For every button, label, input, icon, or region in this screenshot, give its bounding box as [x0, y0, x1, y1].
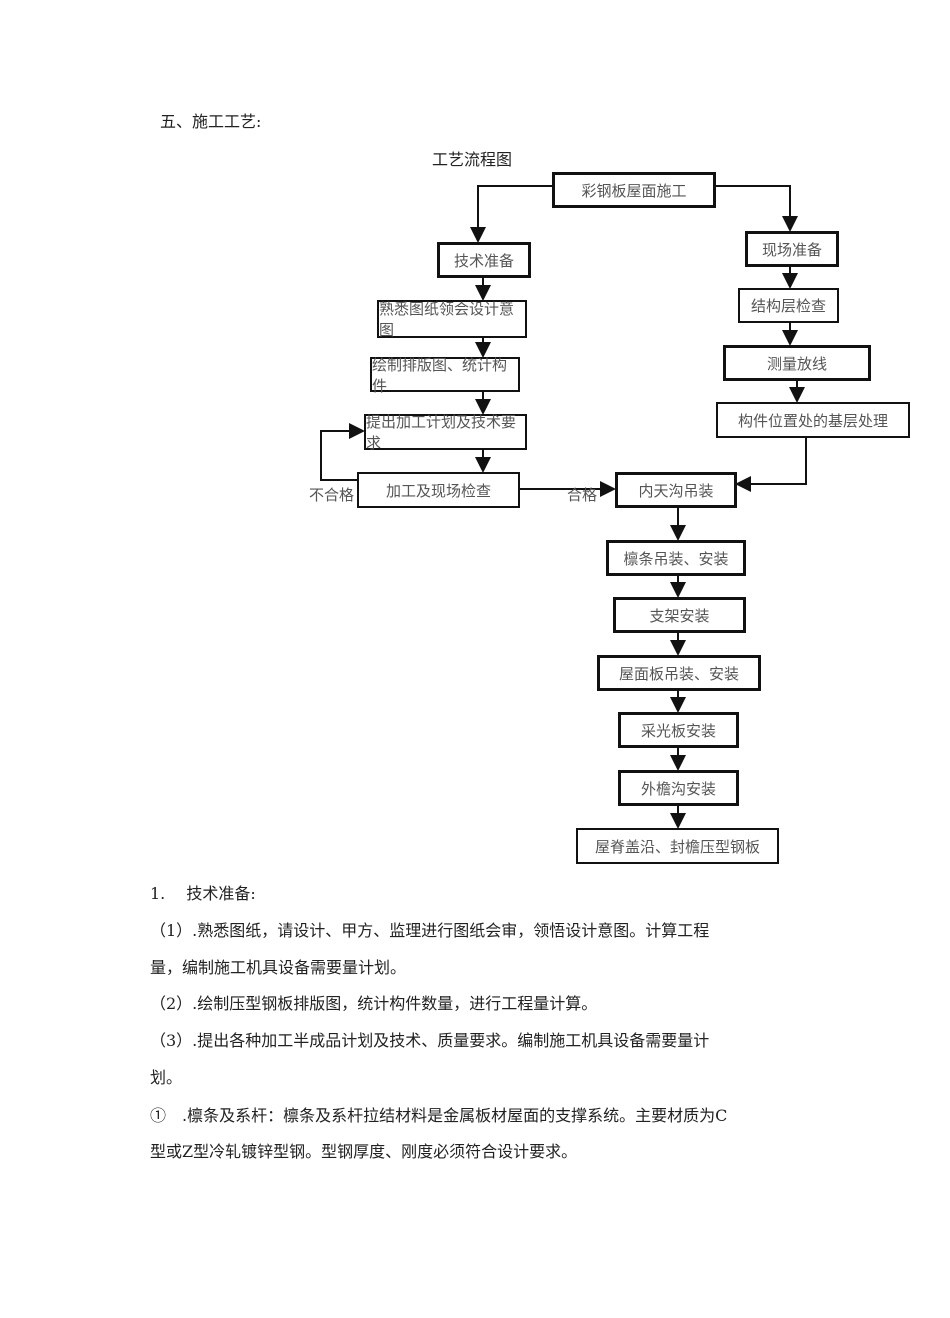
flow-right-step-1: 现场准备 [745, 231, 839, 267]
flow-start-box: 彩钢板屋面施工 [552, 172, 716, 208]
flow-left-step-4: 提出加工计划及技术要求 [364, 413, 527, 452]
body-line: 型或Z型冷轧镀锌型钢。型钢厚度、刚度必须符合设计要求。 [150, 1142, 578, 1161]
flow-center-step-5: 采光板安装 [618, 712, 739, 748]
flow-center-step-4: 屋面板吊装、安装 [597, 655, 761, 691]
flow-center-step-1: 内天沟吊装 [615, 472, 737, 508]
flow-left-step-1: 技术准备 [437, 242, 531, 278]
body-line: 划。 [150, 1068, 183, 1087]
flowchart-title: 工艺流程图 [432, 150, 513, 169]
section-title: 五、施工工艺: [160, 112, 262, 131]
pass-label: 合格 [567, 486, 598, 504]
flow-center-step-2: 檩条吊装、安装 [606, 540, 746, 576]
body-line: （3）.提出各种加工半成品计划及技术、质量要求。编制施工机具设备需要量计 [150, 1031, 710, 1050]
flow-right-step-3: 测量放线 [723, 345, 871, 381]
flow-right-step-4: 构件位置处的基层处理 [716, 402, 910, 438]
flow-center-step-3: 支架安装 [613, 597, 746, 633]
flow-left-step-5: 加工及现场检查 [357, 472, 520, 508]
flow-left-step-3: 绘制排版图、统计构件 [370, 356, 520, 395]
flow-left-step-2: 熟悉图纸领会设计意图 [377, 300, 527, 339]
flowchart-connectors [320, 185, 807, 829]
flow-center-step-7: 屋脊盖沿、封檐压型钢板 [576, 828, 779, 864]
body-line: 量，编制施工机具设备需要量计划。 [150, 958, 407, 977]
body-heading: 1. 技术准备: [150, 884, 256, 903]
fail-label: 不合格 [309, 486, 355, 504]
flow-center-step-6: 外檐沟安装 [618, 770, 739, 806]
body-line: （1）.熟悉图纸，请设计、甲方、监理进行图纸会审，领悟设计意图。计算工程 [150, 921, 710, 940]
flow-right-step-2: 结构层检查 [738, 288, 839, 323]
body-line: （2）.绘制压型钢板排版图，统计构件数量，进行工程量计算。 [150, 994, 598, 1013]
body-line: ① .檩条及系杆：檩条及系杆拉结材料是金属板材屋面的支撑系统。主要材质为C [150, 1106, 728, 1125]
